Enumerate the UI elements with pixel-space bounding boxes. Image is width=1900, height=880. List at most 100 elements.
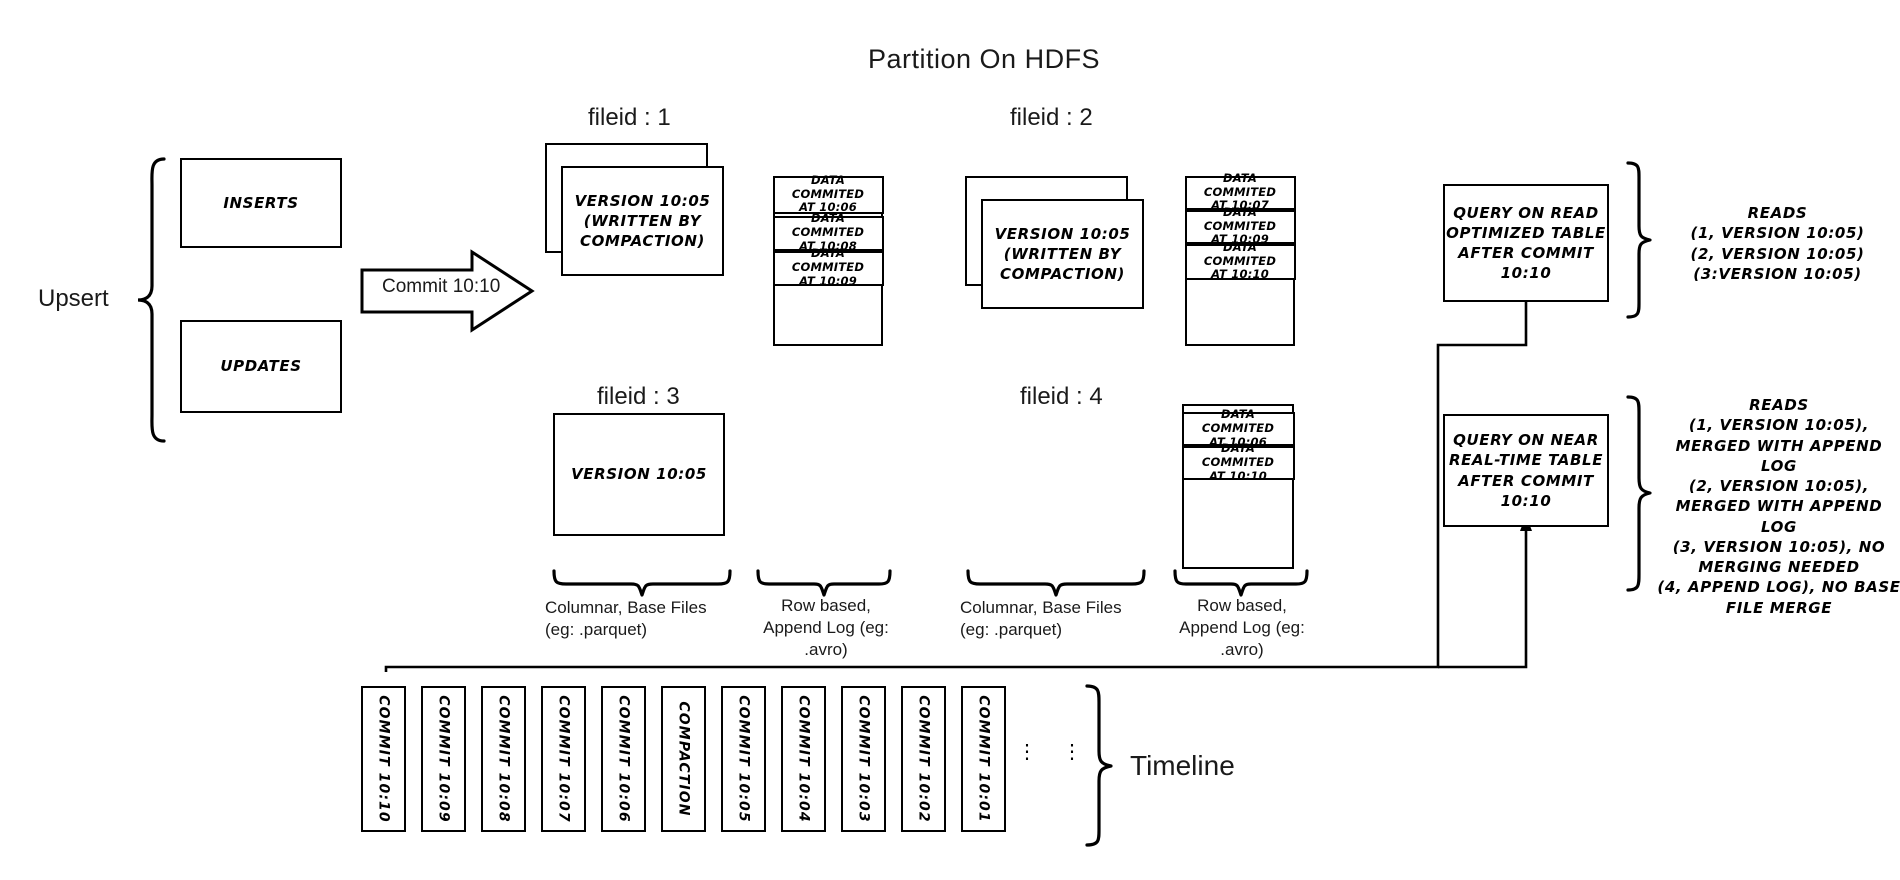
timeline-box-label: COMMIT 10:04 [795,695,812,823]
columnar-right-line2: (eg: .parquet) [960,619,1063,639]
columnar-right-brace-icon [966,569,1146,597]
columnar-right-line1: Columnar, Base Files [960,598,1122,617]
rowbased-right-line3: .avro) [1220,639,1264,659]
query-near-real-time-line2: REAL-TIME TABLE [1448,451,1604,470]
timeline-ellipsis-2: ⋮ [1062,741,1082,763]
timeline-box-compaction[interactable]: COMPACTION [661,686,706,832]
fileid-2-base-line2: (WRITTEN BY [1003,244,1122,263]
rowbased-right-brace-icon [1173,569,1309,597]
reads-read-optimized-line-0: (1, VERSION 10:05) [1690,224,1865,243]
timeline-box[interactable]: COMMIT 10:01 [961,686,1006,832]
fileid-2-header: fileid : 2 [1010,104,1093,131]
reads-near-real-time: READS (1, VERSION 10:05), MERGED WITH AP… [1655,395,1900,618]
timeline-box-label: COMMIT 10:09 [435,695,452,823]
fileid-3-base-file: VERSION 10:05 [553,413,725,536]
reads-read-optimized-line-2: (3:VERSION 10:05) [1693,264,1862,283]
timeline-box[interactable]: COMMIT 10:03 [841,686,886,832]
timeline-box[interactable]: COMMIT 10:08 [481,686,526,832]
timeline-box[interactable]: COMMIT 10:07 [541,686,586,832]
commit-arrow: Commit 10:10 [360,248,538,334]
query-near-real-time-line4: 10:10 [1500,491,1552,510]
rowbased-left-line1: Row based, [781,596,871,615]
fileid-1-header: fileid : 1 [588,104,671,131]
timeline-box[interactable]: COMMIT 10:09 [421,686,466,832]
reads-read-optimized-title: READS [1747,204,1808,222]
timeline-brace-icon [1085,684,1113,847]
reads-near-real-time-brace-icon [1626,395,1652,592]
timeline-box[interactable]: COMMIT 10:10 [361,686,406,832]
timeline-box-label: COMMIT 10:07 [555,695,572,823]
rowbased-left-caption: Row based, Append Log (eg: .avro) [750,595,902,660]
upsert-brace-icon [137,157,166,443]
query-read-optimized-box: QUERY ON READ OPTIMIZED TABLE AFTER COMM… [1443,184,1609,302]
updates-label: UPDATES [220,357,302,376]
fileid-4-header: fileid : 4 [1020,383,1103,410]
columnar-left-brace-icon [552,569,732,597]
reads-near-real-time-line-1: MERGED WITH APPEND LOG [1675,436,1883,475]
timeline-box[interactable]: COMMIT 10:05 [721,686,766,832]
columnar-right-caption: Columnar, Base Files (eg: .parquet) [960,597,1156,641]
columnar-left-line1: Columnar, Base Files [545,598,707,617]
query-near-real-time-line3: AFTER COMMIT [1458,471,1594,490]
rowbased-left-brace-icon [756,569,892,597]
commit-arrow-label: Commit 10:10 [382,276,501,297]
query-read-optimized-line1: QUERY ON READ [1453,203,1599,222]
reads-near-real-time-line-5: MERGING NEEDED [1698,558,1860,576]
fileid-1-base-line1: VERSION 10:05 [574,191,711,210]
timeline-box[interactable]: COMMIT 10:02 [901,686,946,832]
timeline-box[interactable]: COMMIT 10:04 [781,686,826,832]
updates-box: UPDATES [180,320,342,413]
timeline-ellipsis-1: ⋮ [1017,741,1037,763]
reads-near-real-time-line-0: (1, VERSION 10:05), [1688,416,1870,435]
upsert-label: Upsert [38,285,109,312]
query-read-optimized-line3: AFTER COMMIT [1458,244,1594,262]
timeline-box-label: COMMIT 10:03 [855,695,872,823]
inserts-label: INSERTS [223,193,299,212]
reads-read-optimized-line-1: (2, VERSION 10:05) [1690,244,1865,263]
reads-near-real-time-line-2: (2, VERSION 10:05), [1688,477,1870,495]
reads-near-real-time-line-6: (4, APPEND LOG), NO BASE [1657,578,1900,597]
fileid-2-base-file: VERSION 10:05 (WRITTEN BY COMPACTION) [981,199,1144,309]
reads-near-real-time-line-3: MERGED WITH APPEND LOG [1675,497,1883,536]
rowbased-right-caption: Row based, Append Log (eg: .avro) [1166,595,1318,660]
commit-arrow-icon [360,249,535,333]
timeline-box-label: COMMIT 10:06 [615,695,632,823]
reads-near-real-time-line-7: FILE MERGE [1725,598,1833,617]
fileid-1-base-file: VERSION 10:05 (WRITTEN BY COMPACTION) [561,166,724,276]
columnar-left-line2: (eg: .parquet) [545,619,648,639]
page-title: Partition On HDFS [868,44,1101,74]
fileid-3-header: fileid : 3 [597,383,680,410]
timeline-box-label: COMMIT 10:10 [375,695,392,823]
fileid-3-base-line1: VERSION 10:05 [571,465,707,484]
fileid-2-base-line3: COMPACTION) [999,265,1126,284]
fileid-2-base-line1: VERSION 10:05 [994,224,1131,243]
timeline-box-label: COMMIT 10:05 [735,695,752,823]
columnar-left-caption: Columnar, Base Files (eg: .parquet) [545,597,741,641]
rowbased-left-line3: .avro) [804,639,848,659]
timeline-label: Timeline [1130,750,1235,781]
query-read-optimized-line2: OPTIMIZED TABLE [1446,223,1606,242]
timeline-box[interactable]: COMMIT 10:06 [601,686,646,832]
query-near-real-time-box: QUERY ON NEAR REAL-TIME TABLE AFTER COMM… [1443,414,1609,527]
rowbased-right-line2: Append Log (eg: [1179,617,1305,637]
reads-read-optimized: READS (1, VERSION 10:05) (2, VERSION 10:… [1660,203,1895,284]
query-near-real-time-line1: QUERY ON NEAR [1453,431,1599,449]
